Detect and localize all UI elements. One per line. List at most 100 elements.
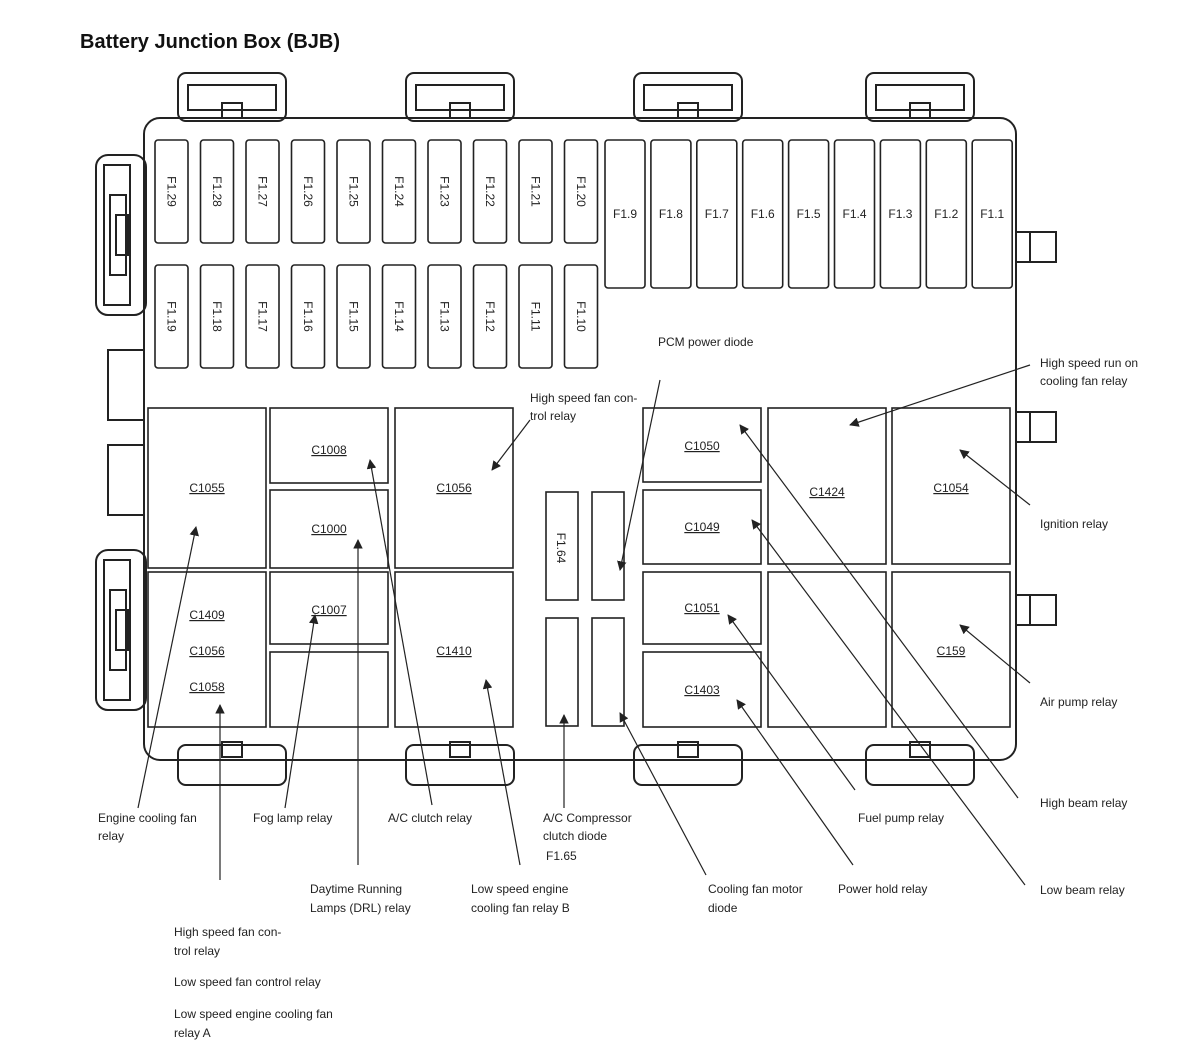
callout-drl-relay-2: Lamps (DRL) relay xyxy=(310,901,411,915)
fuse-label-f1-19: F1.19 xyxy=(165,301,179,332)
callout-ignition-relay: Ignition relay xyxy=(1040,517,1108,531)
connector-label-c1007: C1007 xyxy=(311,603,347,617)
connector-label-c1403: C1403 xyxy=(684,683,720,697)
relay-block-c1050: C1050 xyxy=(642,407,762,483)
relay-block-c1403: C1403 xyxy=(642,651,762,728)
callout-pcm-power-diode: PCM power diode xyxy=(658,335,754,349)
fuse-label-f1-16: F1.16 xyxy=(301,301,315,332)
fuse-label-f1-7: F1.7 xyxy=(705,207,729,221)
connector-label-c1056: C1056 xyxy=(436,481,472,495)
fuse-f1-5: F1.5 xyxy=(787,139,830,289)
connector-label-c1051: C1051 xyxy=(684,601,720,615)
fuse-label-f1-11: F1.11 xyxy=(529,302,543,332)
connector-label-c1054: C1054 xyxy=(933,481,969,495)
relay-block-empty-left xyxy=(269,651,389,728)
fuse-label-f1-12: F1.12 xyxy=(483,301,497,332)
fuse-label-f1-29: F1.29 xyxy=(165,176,179,207)
fuse-f1-1: F1.1 xyxy=(971,139,1014,289)
fuse-f1-17: F1.17 xyxy=(245,264,280,369)
callout-high-speed-fan-control-relay-top-2: trol relay xyxy=(530,409,576,423)
connector-label-c1058: C1058 xyxy=(189,680,225,694)
callout-engine-cooling-fan-relay-1: Engine cooling fan xyxy=(98,811,197,825)
relay-block-c1056: C1056 xyxy=(394,407,514,569)
fuse-label-f1-22: F1.22 xyxy=(483,176,497,207)
fuse-label-f1-10: F1.10 xyxy=(574,301,588,332)
relay-block-empty-right xyxy=(767,571,887,728)
relay-block-c1051: C1051 xyxy=(642,571,762,645)
pcm-power-diode-slot xyxy=(591,491,625,601)
fuse-f1-3: F1.3 xyxy=(879,139,922,289)
callout-high-speed-fan-control-relay-top-1: High speed fan con- xyxy=(530,391,637,405)
callout-cooling-fan-motor-diode-2: diode xyxy=(708,901,738,915)
leader-lines xyxy=(137,364,1031,886)
connector-label-c159: C159 xyxy=(937,644,966,658)
fuse-label-f1-18: F1.18 xyxy=(210,301,224,332)
callout-ac-compressor-diode-1: A/C Compressor xyxy=(543,811,632,825)
connector-label-c1055: C1055 xyxy=(189,481,225,495)
connector-label-c1424: C1424 xyxy=(809,485,845,499)
fuse-label-f1-26: F1.26 xyxy=(301,176,315,207)
fuse-label-f1-14: F1.14 xyxy=(392,301,406,332)
fuse-f1-27: F1.27 xyxy=(245,139,280,244)
fuse-label-f1-15: F1.15 xyxy=(347,301,361,332)
fuse-label-f1-21: F1.21 xyxy=(529,176,543,207)
connector-label-c1008: C1008 xyxy=(311,443,347,457)
relay-block-c159: C159 xyxy=(891,571,1011,728)
callout-power-hold-relay: Power hold relay xyxy=(838,882,927,896)
fuse-label-f1-25: F1.25 xyxy=(347,176,361,207)
callout-cooling-fan-motor-diode-1: Cooling fan motor xyxy=(708,882,803,896)
connector-label-c1049: C1049 xyxy=(684,520,720,534)
callout-high-speed-run-on-1: High speed run on xyxy=(1040,356,1138,370)
fuse-f1-28: F1.28 xyxy=(199,139,235,244)
callout-ac-compressor-diode-2: clutch diode xyxy=(543,829,607,843)
fuse-f1-14: F1.14 xyxy=(381,264,417,369)
fuse-f1-16: F1.16 xyxy=(290,264,326,369)
fuse-label-f1-24: F1.24 xyxy=(392,176,406,207)
fuse-label-f1-1: F1.1 xyxy=(980,207,1004,221)
fuse-f1-8: F1.8 xyxy=(650,139,692,289)
relay-block-c1424: C1424 xyxy=(767,407,887,565)
small-fuse-f1-64: F1.64 xyxy=(545,491,579,601)
fuse-f1-25: F1.25 xyxy=(336,139,371,244)
fuse-f1-11: F1.11 xyxy=(518,264,553,369)
fuse-label-f1-5: F1.5 xyxy=(797,207,821,221)
callout-fog-lamp-relay: Fog lamp relay xyxy=(253,811,332,825)
fuse-f1-18: F1.18 xyxy=(199,264,235,369)
fuse-label-f1-9: F1.9 xyxy=(613,207,637,221)
callout-low-speed-engine-fan-relay-b-2: cooling fan relay B xyxy=(471,901,570,915)
callout-ac-clutch-relay: A/C clutch relay xyxy=(388,811,472,825)
connector-label-c1410: C1410 xyxy=(436,644,472,658)
fuse-f1-10: F1.10 xyxy=(563,264,599,369)
fuse-f1-20: F1.20 xyxy=(563,139,599,244)
fuse-label-f1-27: F1.27 xyxy=(256,176,270,207)
fuse-f1-4: F1.4 xyxy=(833,139,876,289)
fuse-f1-23: F1.23 xyxy=(427,139,462,244)
callout-fuel-pump-relay: Fuel pump relay xyxy=(858,811,944,825)
callout-high-speed-run-on-2: cooling fan relay xyxy=(1040,374,1127,388)
fuse-label-f1-2: F1.2 xyxy=(934,207,958,221)
fuse-label-f1-28: F1.28 xyxy=(210,176,224,207)
fuse-f1-26: F1.26 xyxy=(290,139,326,244)
fuse-label-f1-20: F1.20 xyxy=(574,176,588,207)
callout-high-speed-fan-control-relay-bottom-2: trol relay xyxy=(174,944,220,958)
callout-ac-compressor-diode-3: F1.65 xyxy=(546,849,577,863)
relay-block-c1410: C1410 xyxy=(394,571,514,728)
fuse-top-row: F1.29 F1.28 F1.27 F1.26 F1.25 F1.24 F1.23 F1.22… xyxy=(154,139,599,244)
fuse-label-f1-8: F1.8 xyxy=(659,207,683,221)
callout-low-speed-engine-fan-relay-b-1: Low speed engine xyxy=(471,882,569,896)
diagram-title: Battery Junction Box (BJB) xyxy=(80,31,340,53)
callout-low-speed-engine-fan-relay-a-1: Low speed engine cooling fan xyxy=(174,1007,333,1021)
callout-low-speed-fan-control-relay: Low speed fan control relay xyxy=(174,975,321,989)
connector-label-c1000: C1000 xyxy=(311,522,347,536)
fuse-f1-7: F1.7 xyxy=(695,139,738,289)
relay-block-c1055: C1055 xyxy=(147,407,267,569)
callout-low-speed-engine-fan-relay-a-2: relay A xyxy=(174,1026,211,1040)
fuse-f1-12: F1.12 xyxy=(472,264,508,369)
connector-label-c1056-lower: C1056 xyxy=(189,644,225,658)
relay-block-c1008: C1008 xyxy=(269,407,389,484)
fuse-f1-15: F1.15 xyxy=(336,264,371,369)
fuse-f1-2: F1.2 xyxy=(925,139,968,289)
